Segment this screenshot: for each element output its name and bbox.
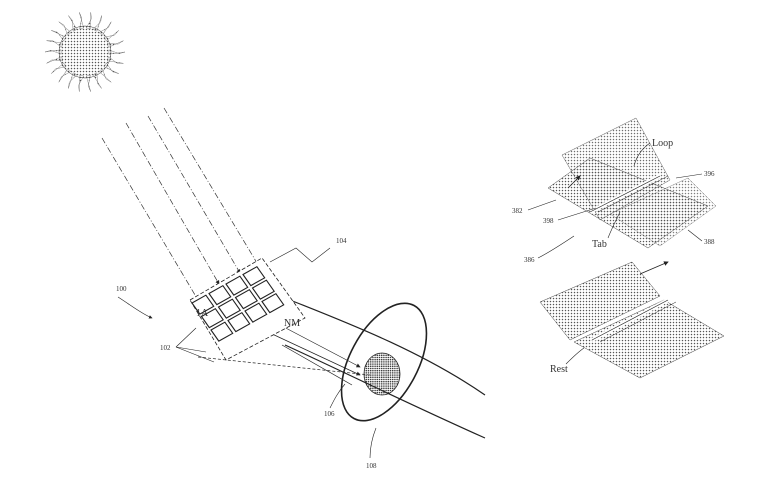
panel-cell [227,311,251,333]
ref-label-102: 102 [160,344,171,352]
label-rest: Rest [550,364,568,375]
ref-label-388: 388 [704,238,715,246]
ref-label-386: 386 [524,256,535,264]
leader-tab [607,211,621,239]
leader-386 [537,235,575,259]
leader-loop [633,142,651,167]
panel-cell [242,265,266,287]
panel-cell [261,292,285,314]
leader-rest [565,347,585,365]
panel-cell [217,298,241,319]
pointer-100 [117,296,153,319]
leader-108 [369,427,377,459]
cell-label-nm: NM [284,318,300,329]
light-rays [101,107,261,301]
panel-cell [210,321,234,342]
panel-cell [200,307,224,329]
label-tab: Tab [592,239,607,250]
ref-label-106: 106 [324,410,335,418]
sun-ray [108,49,126,55]
target-ring [340,302,428,422]
panel-cell [191,294,215,315]
leaders-102 [175,327,215,363]
ref-label-396: 396 [704,170,715,178]
leader-382 [527,199,557,211]
leader-388 [687,229,703,242]
ref-label-108: 108 [366,462,377,470]
leader-398-a [557,207,597,221]
sun-ray [44,49,62,55]
panel-cell [225,275,249,296]
folded-sheet-upper [547,117,717,249]
flat-sheet-lower [539,261,725,379]
bracket-104 [269,247,331,263]
sun-icon [44,12,126,92]
label-loop: Loop [652,138,673,149]
cell-label-1a: 1A [196,308,209,319]
ref-label-382: 382 [512,207,523,215]
ref-label-100: 100 [116,285,127,293]
panel-cell [251,279,275,300]
leader-396 [675,173,703,179]
ref-label-104: 104 [336,237,347,245]
solar-panel-array: 1A NM [189,257,306,361]
panel-cell [208,284,232,306]
panel-cell [234,288,258,310]
panel-cell [244,302,268,323]
ref-label-398: 398 [543,217,554,225]
leader-106 [329,383,346,409]
